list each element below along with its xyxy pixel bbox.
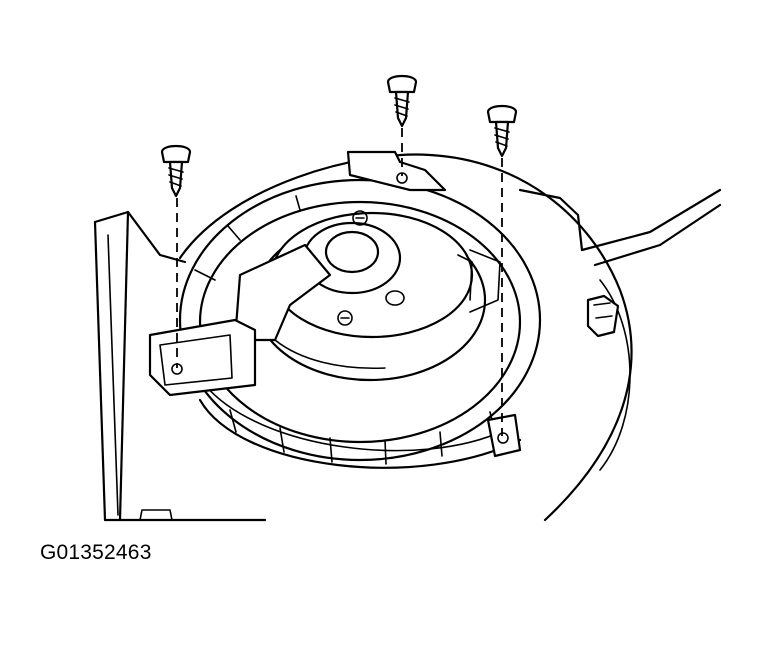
- motor-flange: [180, 152, 540, 468]
- housing-left-panel: [95, 212, 265, 520]
- scroll-housing: [180, 155, 720, 520]
- screw-center: [388, 76, 416, 126]
- wire-clip: [588, 296, 618, 336]
- screw-left: [162, 146, 190, 196]
- figure-code-label: G01352463: [40, 541, 152, 564]
- screw-right: [488, 106, 516, 156]
